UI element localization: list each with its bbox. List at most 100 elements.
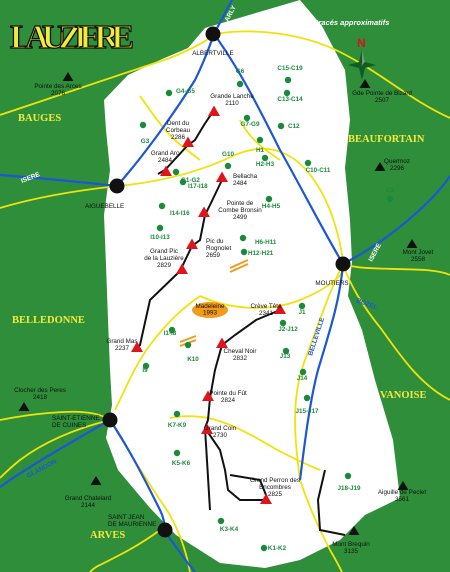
summit-icon — [198, 206, 210, 217]
peak-icon — [406, 239, 418, 248]
town-albertville-marker — [205, 26, 221, 42]
route-point-icon — [303, 394, 311, 402]
route-label: G1-G2 — [181, 177, 200, 184]
route-point-icon — [236, 80, 244, 88]
route-label: I17-I18 — [188, 183, 208, 190]
route-point-icon — [265, 195, 273, 203]
summit-icon — [186, 238, 198, 249]
peak-icon — [90, 476, 102, 485]
route-label: K1-K2 — [268, 545, 287, 552]
route-label: H1 — [256, 147, 265, 154]
route-point-icon — [165, 89, 173, 97]
route-label: G6 — [236, 68, 245, 75]
route-point-icon — [173, 410, 181, 418]
route-label: G10 — [222, 151, 234, 158]
summit-icon — [216, 337, 228, 348]
region-label: BAUGES — [18, 113, 61, 124]
route-label: I14-I16 — [170, 210, 190, 217]
peak-icon — [374, 162, 386, 171]
peak-icon — [397, 481, 409, 490]
route-point-icon — [217, 517, 225, 525]
route-point-icon — [260, 544, 268, 552]
town-moutiers-marker — [335, 256, 351, 272]
compass-north-label: N — [357, 36, 366, 50]
route-point-icon — [256, 136, 264, 144]
peak-icon — [18, 402, 30, 411]
route-point-icon — [184, 341, 192, 349]
route-point-icon — [304, 159, 312, 167]
route-label: J14 — [297, 375, 308, 382]
town-aiguebelle-label: AIGUEBELLE — [85, 203, 124, 210]
route-label: C10-C11 — [306, 167, 331, 174]
route-point-icon — [386, 195, 394, 203]
summit-icon — [208, 105, 220, 116]
route-label: K7-K9 — [168, 422, 187, 429]
route-point-icon — [243, 114, 251, 122]
route-point-icon — [172, 168, 180, 176]
route-label: I1-I8 — [164, 330, 177, 337]
title: LAUZIERE — [10, 19, 134, 56]
peak-icon — [359, 79, 371, 88]
route-point-icon — [261, 154, 269, 162]
route-label: K3-K4 — [220, 526, 239, 533]
route-point-icon — [299, 368, 307, 376]
route-point-icon — [279, 319, 287, 327]
route-label: J15-J17 — [295, 408, 319, 415]
approximate-routes-note: tracés approximatifs — [316, 18, 389, 27]
route-label: C9 — [386, 187, 395, 194]
route-point-icon — [179, 178, 187, 186]
region-label: BEAUFORTAIN — [348, 134, 425, 145]
route-point-icon — [283, 89, 291, 97]
route-point-icon — [298, 302, 306, 310]
summit-icon — [176, 263, 188, 274]
region-label: VANOISE — [380, 390, 427, 401]
summit-icon — [202, 390, 214, 401]
peak-icon — [348, 526, 360, 535]
route-point-icon — [168, 326, 176, 334]
route-point-icon — [158, 202, 166, 210]
route-point-icon — [282, 347, 290, 355]
route-point-icon — [156, 224, 164, 232]
route-label: G7-G9 — [241, 121, 260, 128]
route-label: C15-C19 — [277, 65, 303, 72]
peak-icon — [62, 72, 74, 81]
region-label: ARVES — [90, 530, 125, 541]
route-label: C12 — [288, 123, 300, 130]
route-label: K5-K6 — [172, 460, 191, 467]
summit-icon — [182, 136, 194, 147]
route-label: J1 — [298, 309, 306, 316]
route-label: I9 — [142, 367, 148, 374]
map-title: LAUZIERE — [9, 18, 134, 56]
route-label: H2-H3 — [256, 161, 275, 168]
summit-icon — [274, 303, 286, 314]
route-point-icon — [284, 76, 292, 84]
route-label: G4-G5 — [176, 88, 195, 95]
route-point-icon — [139, 121, 147, 129]
route-point-icon — [224, 162, 232, 170]
town-moutiers-label: MOUTIERS — [315, 280, 348, 287]
route-label: K10 — [187, 356, 199, 363]
route-label: G3 — [141, 138, 150, 145]
town-aiguebelle-marker — [109, 178, 125, 194]
summit-icon — [201, 423, 213, 434]
route-label: J2-J12 — [278, 326, 298, 333]
town-saint-etienne-de-cuines-marker — [102, 412, 118, 428]
route-label: J13 — [280, 353, 291, 360]
